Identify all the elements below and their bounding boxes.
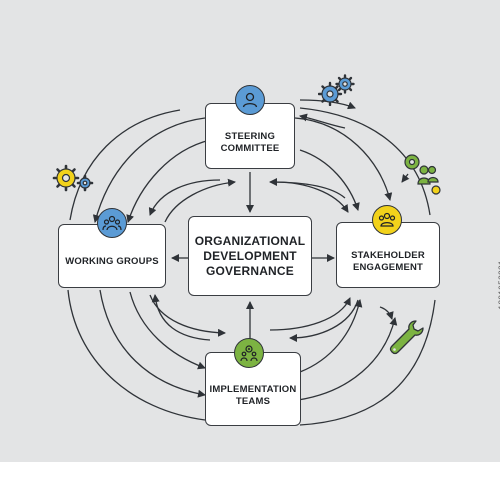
swoop-right-in	[299, 113, 346, 129]
implementation-line-1: IMPLEMENTATION	[209, 384, 297, 395]
person-icon	[235, 85, 265, 115]
steering-line-1: STEERING	[224, 131, 276, 142]
steering-line-2: COMMITTEE	[220, 143, 280, 154]
ring-arc-d	[299, 299, 363, 373]
implementation-teams-box: IMPLEMENTATION TEAMS	[205, 352, 301, 426]
yellow-gears-icon	[52, 164, 94, 192]
working-label: WORKING GROUPS	[65, 256, 159, 267]
center-governance-box: ORGANIZATIONAL DEVELOPMENT GOVERNANCE	[188, 216, 312, 296]
group-icon	[372, 205, 402, 235]
link-working-steer	[164, 178, 236, 223]
swoop-right-arrow	[299, 99, 356, 110]
swoop-left-bottom	[67, 289, 206, 421]
swoop-right-bottom	[299, 299, 436, 426]
ring-arc-c	[129, 291, 206, 370]
center-line-1: ORGANIZATIONAL	[194, 233, 306, 248]
outer-arc-bottom-right	[297, 317, 398, 401]
ring-arc-a	[126, 139, 211, 223]
link-impl-stake	[269, 297, 351, 331]
blue-gears-icon	[318, 74, 355, 106]
stakeholder-line-1: STAKEHOLDER	[351, 250, 425, 261]
link-working-impl	[149, 294, 226, 337]
gear-team-icon	[234, 338, 264, 368]
outer-arc-top-left	[92, 117, 206, 223]
outer-arc-top-right	[294, 117, 393, 201]
wrench-arrow	[379, 306, 394, 320]
outer-arc-bottom-left	[99, 289, 206, 398]
implementation-line-2: TEAMS	[235, 396, 271, 407]
link-stake-impl	[289, 299, 359, 342]
link-steer-working	[148, 179, 221, 216]
ring-arc-b	[299, 149, 360, 211]
center-line-3: GOVERNANCE	[205, 263, 294, 278]
footer-bar	[0, 462, 500, 500]
green-people-gears-icon	[401, 154, 441, 195]
swoop-top	[69, 109, 181, 221]
center-line-2: DEVELOPMENT	[203, 248, 297, 263]
link-stake-steer	[269, 178, 346, 199]
stakeholder-line-2: ENGAGEMENT	[352, 262, 424, 273]
team-icon	[97, 208, 127, 238]
link-impl-working	[151, 294, 211, 341]
swoop-right	[299, 107, 431, 216]
wrench-icon	[389, 320, 424, 355]
link-steer-stake	[274, 181, 349, 213]
